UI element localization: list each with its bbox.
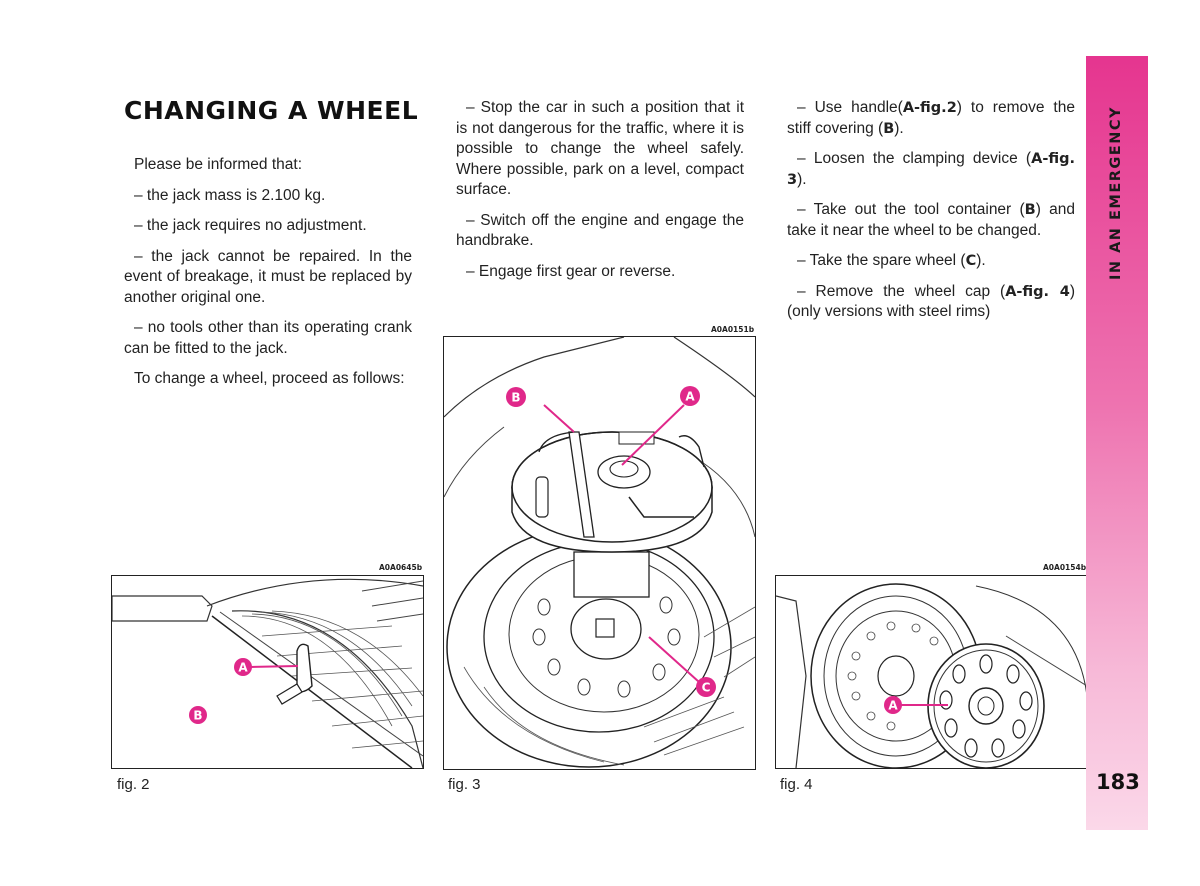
section-label: IN AN EMERGENCY bbox=[1108, 106, 1124, 280]
label-b: B bbox=[193, 709, 202, 723]
paragraph: – Loosen the clamping device (A-fig. 3). bbox=[787, 150, 1075, 188]
paragraph: – no tools other than its operating cran… bbox=[124, 319, 412, 357]
paragraph: – Take out the tool container (B) and ta… bbox=[787, 201, 1075, 239]
label-marker bbox=[506, 387, 526, 407]
figure-3-illustration: B A C bbox=[444, 337, 755, 768]
paragraph: – Remove the wheel cap (A-fig. 4) (only … bbox=[787, 282, 1075, 321]
label-marker bbox=[680, 386, 700, 406]
paragraph: – the jack requires no adjustment. bbox=[134, 217, 367, 234]
label-a: A bbox=[685, 390, 695, 404]
label-marker bbox=[189, 706, 207, 724]
paragraph: To change a wheel, proceed as follows: bbox=[134, 370, 405, 387]
page-title: CHANGING A WHEEL bbox=[124, 96, 419, 125]
paragraph: – Use handle(A-fig.2) to remove the stif… bbox=[787, 99, 1075, 137]
column-3: – Use handle(A-fig.2) to remove the stif… bbox=[787, 98, 1075, 333]
figure-3: B A C bbox=[443, 336, 756, 770]
figure-caption: fig. 2 bbox=[117, 776, 150, 793]
figure-code: A0A0645b bbox=[379, 563, 423, 572]
paragraph: – Take the spare wheel (C). bbox=[797, 252, 986, 269]
column-2: – Stop the car in such a position that i… bbox=[456, 98, 744, 292]
label-c: C bbox=[702, 681, 711, 695]
figure-4: A bbox=[775, 575, 1088, 769]
figure-2-illustration: A B bbox=[112, 578, 423, 768]
paragraph: – the jack mass is 2.100 kg. bbox=[134, 186, 326, 204]
label-marker bbox=[234, 658, 252, 676]
figure-caption: fig. 4 bbox=[780, 776, 813, 793]
figure-2: A B bbox=[111, 575, 424, 769]
section-sidebar bbox=[1086, 56, 1148, 830]
label-a: A bbox=[238, 661, 248, 675]
label-marker bbox=[884, 696, 902, 714]
column-1: Please be informed that: – the jack mass… bbox=[124, 155, 412, 400]
paragraph: Please be informed that: bbox=[134, 156, 303, 173]
label-a: A bbox=[888, 699, 898, 713]
figure-code: A0A0151b bbox=[711, 325, 755, 334]
paragraph: – Engage first gear or reverse. bbox=[466, 262, 676, 280]
figure-4-illustration: A bbox=[776, 583, 1087, 768]
page-number: 183 bbox=[1096, 770, 1140, 794]
figure-code: A0A0154b bbox=[1043, 563, 1087, 572]
figure-caption: fig. 3 bbox=[448, 776, 481, 793]
label-b: B bbox=[511, 391, 520, 405]
label-marker bbox=[696, 677, 716, 697]
paragraph: – Switch off the engine and engage the h… bbox=[456, 211, 744, 250]
paragraph: – the jack cannot be repaired. In the ev… bbox=[124, 247, 412, 306]
paragraph: – Stop the car in such a position that i… bbox=[456, 99, 744, 198]
